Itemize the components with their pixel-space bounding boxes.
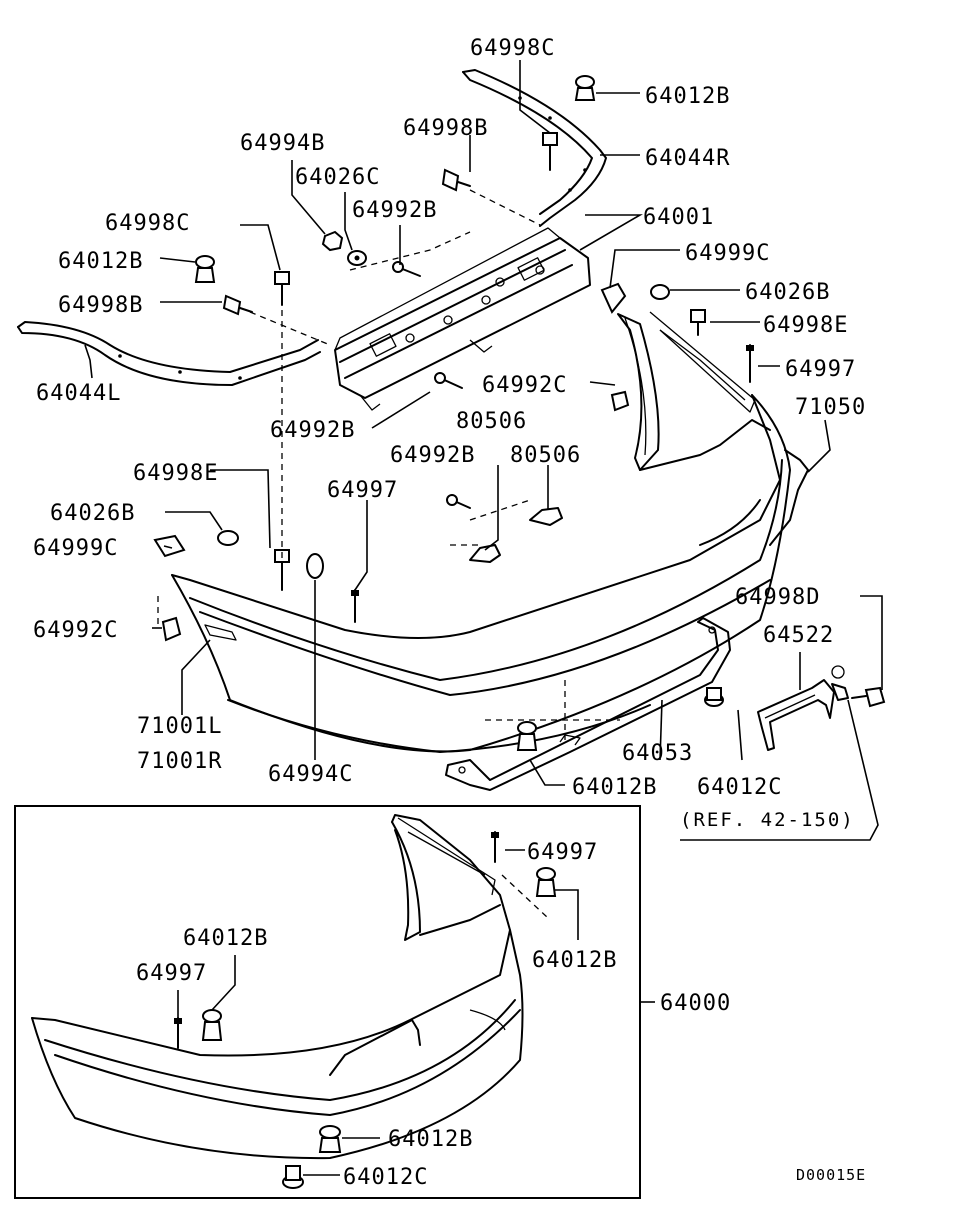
label-64012c-inset-b: 64012C xyxy=(343,1165,428,1190)
label-80506-b: 80506 xyxy=(510,443,581,468)
label-64992b-b: 64992B xyxy=(270,418,355,443)
pin-64997-inset-l-icon xyxy=(174,1017,182,1049)
bracket-80506-a xyxy=(469,544,501,563)
clip-64012c-bot-icon xyxy=(704,687,724,707)
label-64012b-inset-l: 64012B xyxy=(183,926,268,951)
pin-64997-inset-icon xyxy=(491,831,499,863)
label-64994b: 64994B xyxy=(240,131,325,156)
label-64994c: 64994C xyxy=(268,762,353,787)
clip-64012b-inset-r-icon xyxy=(535,867,557,897)
screw-64998b-top-icon xyxy=(441,168,471,192)
label-64992c-top: 64992C xyxy=(482,373,567,398)
bumper-assembly-64000 xyxy=(31,814,524,1160)
label-64999c-left: 64999C xyxy=(33,536,118,561)
screw-64992b-a-icon xyxy=(392,261,421,277)
label-64997-top: 64997 xyxy=(785,357,856,382)
label-64992c-left: 64992C xyxy=(33,618,118,643)
bracket-80506-b xyxy=(529,507,563,526)
nut-64994c-icon xyxy=(306,553,324,579)
screw-64998c-top-icon xyxy=(542,132,558,171)
label-64998d: 64998D xyxy=(735,585,820,610)
stay-64053 xyxy=(445,617,731,791)
label-64998e-left: 64998E xyxy=(133,461,218,486)
clip-64012b-left-icon xyxy=(194,255,216,283)
bracket-64522 xyxy=(757,665,849,751)
label-64012c-bot: 64012C xyxy=(697,775,782,800)
screw-64992b-c-icon xyxy=(446,494,471,509)
washer-64026b-left-icon xyxy=(217,530,239,546)
label-71050: 71050 xyxy=(795,395,866,420)
label-64044r: 64044R xyxy=(645,146,730,171)
label-64012b-bot: 64012B xyxy=(572,775,657,800)
clip-64012b-bot-icon xyxy=(516,721,538,751)
label-64997-inset: 64997 xyxy=(527,840,598,865)
label-64998c-top: 64998C xyxy=(470,36,555,61)
screw-64998e-top-icon xyxy=(690,309,706,336)
pin-64997-mid-icon xyxy=(351,589,359,623)
label-64012b-left: 64012B xyxy=(58,249,143,274)
label-64000: 64000 xyxy=(660,991,731,1016)
label-64522: 64522 xyxy=(763,623,834,648)
label-64044l: 64044L xyxy=(36,381,121,406)
label-64997-inset-l: 64997 xyxy=(136,961,207,986)
bumper-cover-71050 xyxy=(171,311,809,753)
label-71001l: 71001L xyxy=(137,714,222,739)
label-64999c-top: 64999C xyxy=(685,241,770,266)
grommet-64999c-left-icon xyxy=(153,534,186,558)
rail-64044r xyxy=(462,69,607,227)
screw-64998d-icon xyxy=(851,686,886,708)
label-64012b-inset-r: 64012B xyxy=(532,948,617,973)
part-labels: 64998C 64012B 64044R 64998B 64994B 64026… xyxy=(33,36,866,1190)
label-64998b-top: 64998B xyxy=(403,116,488,141)
leader-lines-inset xyxy=(177,849,655,1176)
reference-note: (REF. 42-150) xyxy=(680,809,855,831)
label-64998e-top: 64998E xyxy=(763,313,848,338)
clip-64012b-inset-b-icon xyxy=(318,1125,342,1153)
label-80506-a: 80506 xyxy=(456,409,527,434)
rail-64044l xyxy=(17,321,321,386)
screw-64992c-top-icon xyxy=(610,390,630,412)
label-64012b-inset-b: 64012B xyxy=(388,1127,473,1152)
label-64998c-left: 64998C xyxy=(105,211,190,236)
screw-64998c-left-icon xyxy=(274,271,290,306)
label-64053: 64053 xyxy=(622,741,693,766)
dashed-guides xyxy=(157,189,620,740)
nut-64994b-icon xyxy=(321,230,344,252)
diagram-code: D00015E xyxy=(796,1166,866,1184)
label-71001r: 71001R xyxy=(137,749,222,774)
label-64026b-left: 64026B xyxy=(50,501,135,526)
pin-64997-top-icon xyxy=(746,344,754,383)
washer-64026c-icon xyxy=(347,250,367,266)
washer-64026b-top-icon xyxy=(650,284,670,300)
clip-64012b-inset-l-icon xyxy=(201,1009,223,1041)
label-64992b-c: 64992B xyxy=(390,443,475,468)
clip-64012b-top-icon xyxy=(574,75,596,101)
screw-64992b-b-icon xyxy=(434,372,463,389)
reinforcement-64001 xyxy=(334,227,591,411)
label-64026c: 64026C xyxy=(295,165,380,190)
label-64026b-top: 64026B xyxy=(745,280,830,305)
clip-64012c-inset-b-icon xyxy=(282,1165,304,1189)
screw-64992c-left-icon xyxy=(161,616,182,642)
screw-64998b-left-icon xyxy=(222,294,253,316)
label-64012b-top: 64012B xyxy=(645,84,730,109)
leader-lines-upper xyxy=(84,60,883,841)
label-64997-mid: 64997 xyxy=(327,478,398,503)
label-64998b-left: 64998B xyxy=(58,293,143,318)
grommet-64999c-top-icon xyxy=(600,282,627,314)
label-64992b-a: 64992B xyxy=(352,198,437,223)
label-64001: 64001 xyxy=(643,205,714,230)
